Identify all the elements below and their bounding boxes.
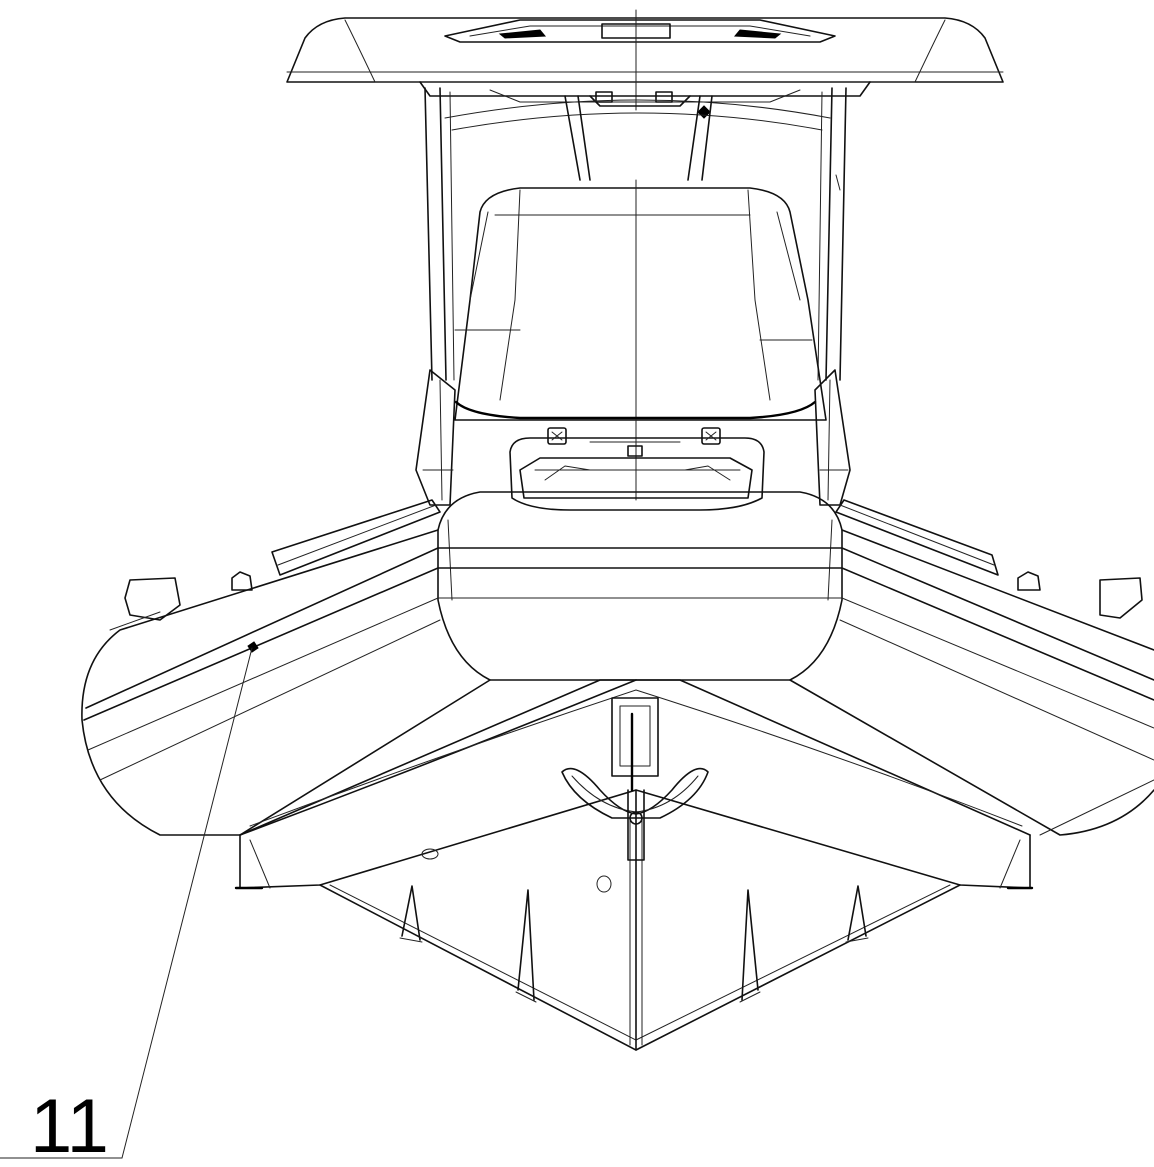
anchor-icon: [561, 697, 709, 861]
hull: [234, 679, 1034, 1051]
cleat-icon: [547, 427, 567, 445]
t-top-frame: [424, 87, 847, 381]
console: [415, 179, 851, 506]
callout-11: 11: [0, 647, 253, 1167]
cleat-icon: [701, 427, 721, 445]
inflatable-tube: [81, 491, 1154, 836]
bow-hatch: [509, 427, 765, 511]
side-decks: [109, 499, 1143, 631]
callout-number: 11: [30, 1084, 109, 1167]
t-top-roof: [286, 9, 1004, 119]
